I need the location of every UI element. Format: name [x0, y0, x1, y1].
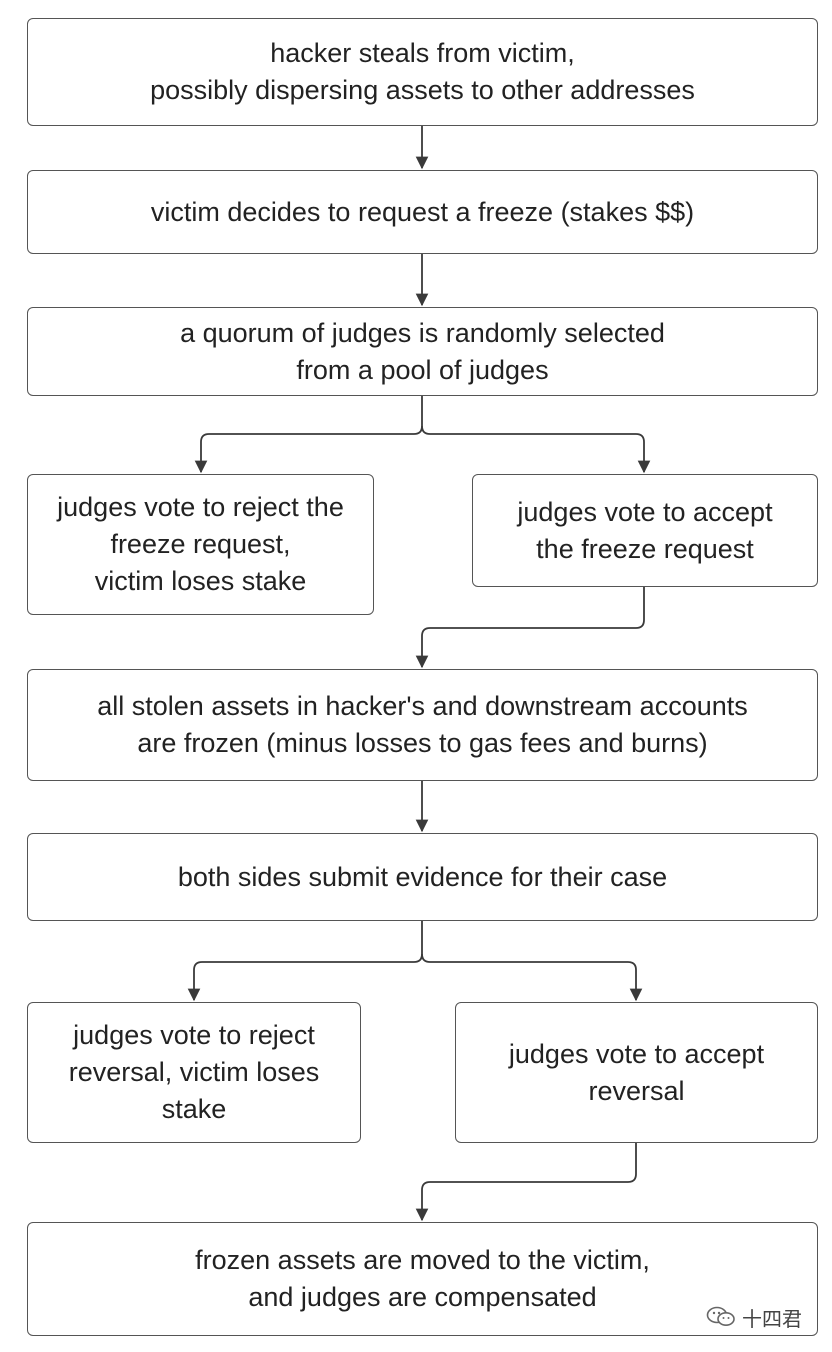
step-text-line: possibly dispersing assets to other addr…: [150, 75, 695, 105]
step-text-line: both sides submit evidence for their cas…: [177, 861, 668, 892]
outcome-accept-freeze: judges vote to accept the freeze request: [472, 474, 818, 587]
step-text-line: the freeze request: [536, 533, 754, 564]
step-submit-evidence: both sides submit evidence for their cas…: [27, 833, 818, 921]
arrow-quorum-to-reject-freeze: [194, 396, 423, 474]
step-text-line: and judges are compensated: [248, 1282, 597, 1312]
step-text-line: a quorum of judges is randomly selected: [180, 317, 665, 348]
step-text-line: reversal: [588, 1075, 685, 1106]
step-text-line: frozen assets are moved to the victim,: [195, 1245, 650, 1275]
step-text-line: judges vote to accept: [508, 1038, 765, 1069]
wechat-icon: [706, 1306, 735, 1326]
step-text-line: judges vote to reject the: [57, 492, 344, 522]
step-text-line: are frozen (minus losses to gas fees and…: [137, 728, 708, 758]
step-text-line: judges vote to accept: [517, 496, 773, 527]
outcome-reject-reversal: judges vote to reject reversal, victim l…: [27, 1002, 361, 1143]
watermark: 十四君: [706, 1300, 816, 1334]
arrow-accept-reversal-to-compensated: [415, 1143, 637, 1222]
step-text-line: hacker steals from victim,: [270, 38, 575, 68]
step-text-line: stake: [161, 1094, 227, 1124]
arrow-quorum-to-accept-freeze: [421, 425, 651, 474]
step-text-line: from a pool of judges: [296, 354, 549, 385]
arrow-evidence-to-accept-reversal: [421, 953, 643, 1002]
step-text-line: reversal, victim loses: [68, 1057, 320, 1087]
step-text-line: judges vote to reject: [73, 1020, 315, 1050]
outcome-accept-reversal: judges vote to accept reversal: [455, 1002, 818, 1143]
watermark-text: 十四君: [742, 1308, 802, 1331]
step-hacker-steals: hacker steals from victim, possibly disp…: [27, 18, 818, 126]
step-request-freeze: victim decides to request a freeze (stak…: [27, 170, 818, 254]
step-text-line: all stolen assets in hacker's and downst…: [97, 691, 748, 721]
arrow-accept-freeze-to-frozen: [415, 587, 645, 669]
step-assets-frozen: all stolen assets in hacker's and downst…: [27, 669, 818, 781]
step-quorum-selected: a quorum of judges is randomly selected …: [27, 307, 818, 396]
step-text-line: victim loses stake: [94, 566, 307, 596]
step-assets-returned: frozen assets are moved to the victim, a…: [27, 1222, 818, 1336]
arrow-evidence-to-reject-reversal: [187, 921, 423, 1002]
step-text-line: victim decides to request a freeze (stak…: [150, 196, 695, 227]
outcome-reject-freeze: judges vote to reject the freeze request…: [27, 474, 374, 615]
step-text-line: freeze request,: [110, 529, 291, 559]
